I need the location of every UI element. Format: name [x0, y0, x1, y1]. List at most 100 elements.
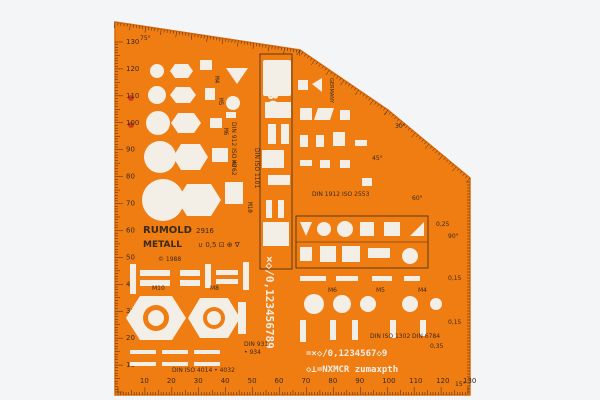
edge-tick: [432, 148, 435, 152]
edge-tick: [359, 91, 362, 95]
thread-labels-right: M6 M5 M4: [328, 287, 427, 294]
edge-tick: [311, 59, 315, 66]
edge-tick: [353, 87, 356, 91]
edge-tick: [415, 134, 419, 138]
angle-label: 45°: [372, 155, 383, 162]
scale-number: 70: [301, 377, 310, 385]
edge-tick: [377, 103, 380, 107]
thread-label: M4: [418, 287, 427, 294]
edge-tick: [424, 143, 430, 149]
scale-number: 10: [140, 377, 149, 385]
weld-symbol-grid: [295, 215, 429, 269]
scale-number: 100: [126, 119, 139, 127]
thread-label: M10: [246, 202, 253, 213]
digits-large-row: ×◇/0,123456789: [263, 256, 276, 349]
standard-din-931: DIN 931: [244, 341, 268, 348]
edge-tick: [325, 69, 330, 76]
edge-tick: [462, 173, 465, 176]
edge-tick: [268, 45, 270, 52]
red-mark-top: [128, 95, 134, 101]
edge-tick: [347, 83, 351, 87]
edge-tick: [443, 157, 446, 161]
tolerance-mark: 0,25: [436, 221, 450, 228]
thread-label: M4: [213, 76, 220, 84]
edge-tick: [301, 51, 304, 55]
tolerance-mark: 0,15: [448, 275, 462, 282]
tolerance-symbols-area: [262, 60, 372, 218]
scale-number: 60: [275, 377, 284, 385]
thread-label: M6: [328, 287, 337, 294]
edge-tick: [190, 33, 193, 40]
scale-number: 50: [126, 253, 135, 261]
scale-number: 50: [248, 377, 257, 385]
edge-tick: [221, 38, 224, 45]
copyright-label: © 1988: [158, 256, 181, 263]
edge-tick: [350, 85, 354, 89]
edge-tick: [410, 130, 413, 133]
edge-tick: [402, 123, 405, 127]
edge-tick: [339, 77, 342, 81]
bottom-ruler-ticks: [117, 387, 469, 395]
edge-tick: [397, 121, 402, 127]
edge-tick: [383, 109, 389, 115]
edge-tick: [237, 40, 239, 47]
scale-number: 80: [126, 173, 135, 181]
brand-label: RUMOLD: [143, 225, 192, 236]
angle-scale-labels: 75° 15° 45° 30° 60° 90°: [140, 35, 466, 388]
symbols-line: ∪ 0,5 ⊡ ⊕ ∇: [198, 241, 240, 249]
edge-tick: [296, 49, 301, 56]
edge-tick: [369, 99, 374, 106]
scale-number: 100: [382, 377, 395, 385]
edge-tick: [333, 73, 336, 77]
edge-tick: [429, 146, 432, 149]
scale-number: 110: [126, 92, 139, 100]
scale-number: 110: [409, 377, 422, 385]
scale-number: 120: [126, 65, 139, 73]
scale-number: 90: [126, 146, 135, 154]
edge-tick: [345, 81, 348, 85]
edge-tick: [446, 159, 449, 163]
edge-tick: [465, 177, 471, 183]
scale-number: 20: [167, 377, 176, 385]
edge-tick: [456, 168, 460, 172]
scale-number: 70: [126, 200, 135, 208]
model-label: 2916: [196, 227, 214, 235]
left-ruler-ticks: [115, 41, 123, 393]
edge-tick: [451, 164, 454, 167]
edge-tick: [448, 161, 452, 165]
edge-tick: [391, 114, 394, 118]
edge-tick: [175, 31, 177, 38]
edge-tick: [405, 125, 408, 129]
bolt-side-views: [130, 262, 249, 294]
edge-tick: [330, 71, 333, 75]
edge-tick: [355, 89, 359, 96]
tolerance-mark: 0,35: [430, 343, 444, 350]
thread-labels-left: M4 M5 M6 M8 M10: [213, 76, 253, 213]
edge-tick: [435, 150, 438, 154]
edge-tick: [324, 67, 327, 71]
standard-iso-4014: DIN ISO 4014 • 4032: [172, 367, 235, 374]
edge-tick: [298, 49, 301, 56]
angle-label: 75°: [140, 35, 151, 42]
digits-small-row: =×◇/0,1234567◇9: [306, 349, 387, 359]
angle-label: 15°: [455, 381, 466, 388]
edge-tick: [418, 137, 421, 140]
edge-tick: [283, 47, 285, 54]
edge-tick: [383, 107, 386, 111]
square-cutout: [263, 222, 289, 246]
diagonal-edge-ticks: [113, 21, 471, 183]
small-bolt-cluster: [300, 276, 442, 342]
scale-number: 130: [126, 38, 139, 46]
scale-number: 30: [194, 377, 203, 385]
scale-number: 120: [436, 377, 449, 385]
nut-cutouts: [126, 296, 246, 340]
edge-tick: [160, 28, 162, 35]
thread-label: M5: [217, 98, 224, 106]
edge-tick: [144, 26, 147, 33]
edge-tick: [438, 155, 443, 161]
edge-tick: [411, 132, 416, 138]
edge-tick: [318, 63, 321, 67]
scale-number: 130: [463, 377, 476, 385]
edge-tick: [129, 24, 131, 31]
